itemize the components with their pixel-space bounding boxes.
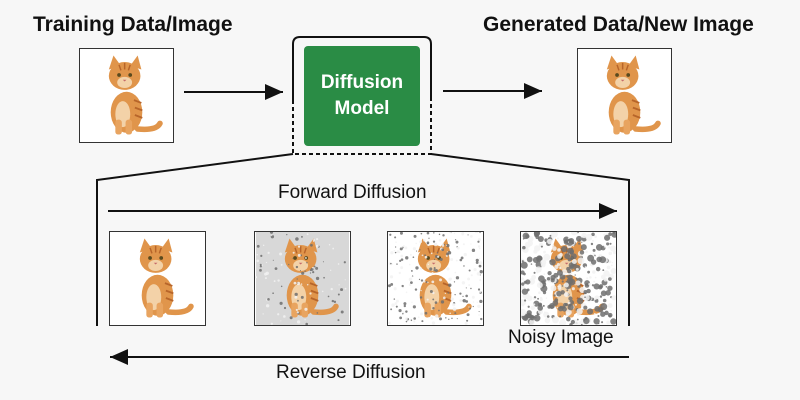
- diffusion-model-box: Diffusion Model: [304, 46, 420, 146]
- zoom-bracket: [96, 153, 630, 326]
- noisy-image-label: Noisy Image: [508, 327, 614, 348]
- step-image-light-noise: [254, 231, 351, 326]
- step-image-medium-noise: [387, 231, 484, 326]
- cat-icon: [80, 49, 173, 142]
- training-image: [79, 48, 174, 143]
- step-image-heavy-noise: [520, 231, 617, 326]
- forward-diffusion-label: Forward Diffusion: [278, 182, 427, 203]
- step-image-clean: [109, 231, 206, 326]
- model-frame-top: [292, 36, 432, 100]
- output-title: Generated Data/New Image: [483, 13, 754, 36]
- cat-icon: [110, 232, 205, 325]
- cat-icon: [578, 49, 671, 142]
- generated-image: [577, 48, 672, 143]
- model-label-line2: Model: [334, 98, 390, 119]
- input-title: Training Data/Image: [33, 13, 233, 36]
- model-label-line1: Diffusion: [320, 72, 404, 93]
- model-frame-bottom: [292, 100, 432, 155]
- reverse-diffusion-label: Reverse Diffusion: [276, 362, 426, 383]
